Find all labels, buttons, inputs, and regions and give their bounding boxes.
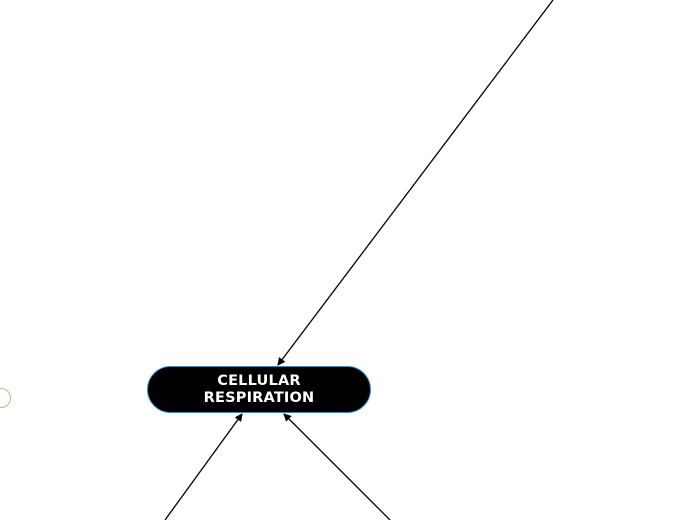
central-topic-line2: RESPIRATION bbox=[203, 389, 315, 406]
edge-bottom-left-to-central bbox=[164, 413, 243, 520]
central-topic-node[interactable]: CELLULAR RESPIRATION bbox=[147, 366, 371, 413]
edge-bottom-right-to-central bbox=[283, 413, 391, 520]
central-topic-line1: CELLULAR bbox=[217, 372, 301, 389]
edge-top-right-to-central bbox=[277, 0, 554, 366]
